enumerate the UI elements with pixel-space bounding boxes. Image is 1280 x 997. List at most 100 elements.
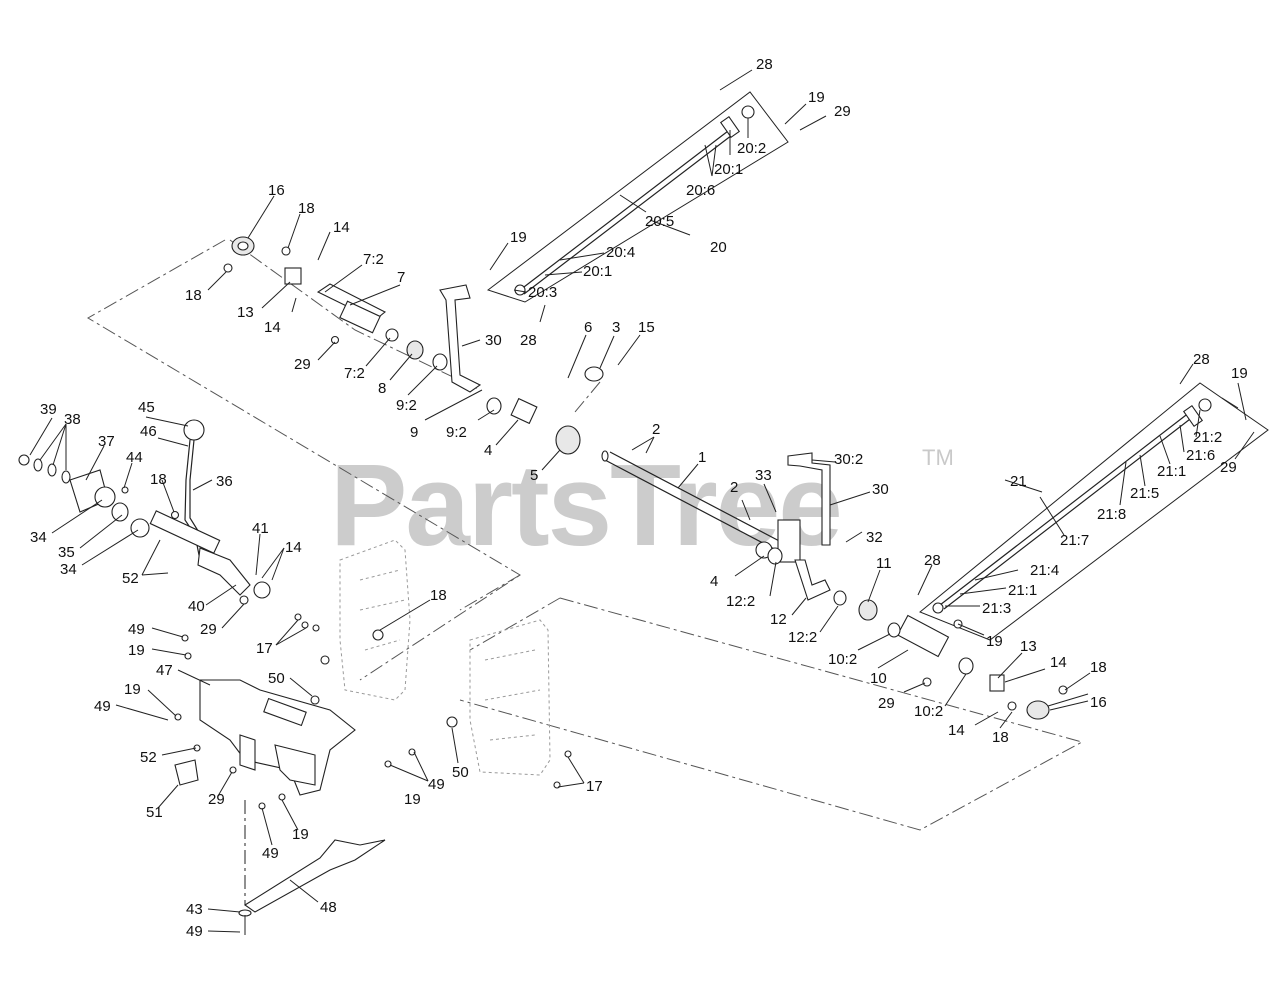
label-13: 13 [1020, 638, 1037, 655]
label-8: 8 [378, 380, 386, 397]
label-44: 44 [126, 449, 143, 466]
label-34: 34 [60, 561, 77, 578]
label-20-1: 20:1 [714, 161, 743, 178]
label-4: 4 [484, 442, 492, 459]
label-36: 36 [216, 473, 233, 490]
label-20-5: 20:5 [645, 213, 674, 230]
label-2: 2 [730, 479, 738, 496]
label-21-1: 21:1 [1008, 582, 1037, 599]
linkage-20-frame [486, 91, 789, 303]
label-10-2: 10:2 [914, 703, 943, 720]
label-49: 49 [262, 845, 279, 862]
label-7-2: 7:2 [363, 251, 384, 268]
label-21-3: 21:3 [982, 600, 1011, 617]
label-20-2: 20:2 [737, 140, 766, 157]
label-50: 50 [452, 764, 469, 781]
assembly-outlines [87, 239, 1084, 831]
label-20-6: 20:6 [686, 182, 715, 199]
right-middle-parts [755, 452, 1068, 720]
callout-labels: 28 19 29 20:2 20:1 20:6 20:5 20:4 20:1 2… [30, 56, 1248, 940]
label-18: 18 [992, 729, 1009, 746]
label-29: 29 [200, 621, 217, 638]
label-19: 19 [986, 633, 1003, 650]
label-49: 49 [186, 923, 203, 940]
label-21-8: 21:8 [1097, 506, 1126, 523]
frame-plates [339, 539, 551, 776]
label-21-1: 21:1 [1157, 463, 1186, 480]
label-2: 2 [652, 421, 660, 438]
label-16: 16 [1090, 694, 1107, 711]
label-10-2: 10:2 [828, 651, 857, 668]
label-5: 5 [530, 467, 538, 484]
label-14: 14 [285, 539, 302, 556]
label-20-1: 20:1 [583, 263, 612, 280]
label-18: 18 [298, 200, 315, 217]
label-28: 28 [924, 552, 941, 569]
label-16: 16 [268, 182, 285, 199]
label-21: 21 [1010, 473, 1027, 490]
label-3: 3 [612, 319, 620, 336]
label-14: 14 [948, 722, 965, 739]
label-30: 30 [872, 481, 889, 498]
label-19: 19 [128, 642, 145, 659]
label-14: 14 [264, 319, 281, 336]
label-21-2: 21:2 [1193, 429, 1222, 446]
label-21-4: 21:4 [1030, 562, 1059, 579]
left-lever-assembly [18, 419, 271, 605]
linkage-rods [514, 105, 1212, 614]
label-34: 34 [30, 529, 47, 546]
label-7-2: 7:2 [344, 365, 365, 382]
label-20: 20 [710, 239, 727, 256]
label-35: 35 [58, 544, 75, 561]
label-19: 19 [124, 681, 141, 698]
label-38: 38 [64, 411, 81, 428]
label-11: 11 [876, 555, 892, 572]
label-17: 17 [586, 778, 603, 795]
watermark-trademark: TM [922, 445, 954, 470]
label-20-3: 20:3 [528, 284, 557, 301]
label-20-4: 20:4 [606, 244, 635, 261]
label-33: 33 [755, 467, 772, 484]
leader-lines [29, 69, 1255, 933]
label-19: 19 [404, 791, 421, 808]
label-1: 1 [698, 449, 706, 466]
label-29: 29 [1220, 459, 1237, 476]
label-49: 49 [94, 698, 111, 715]
label-12: 12 [770, 611, 787, 628]
label-40: 40 [188, 598, 205, 615]
label-17: 17 [256, 640, 273, 657]
label-29: 29 [208, 791, 225, 808]
label-49: 49 [428, 776, 445, 793]
label-32: 32 [866, 529, 883, 546]
label-28: 28 [756, 56, 773, 73]
label-19: 19 [1231, 365, 1248, 382]
label-29: 29 [878, 695, 895, 712]
label-29: 29 [834, 103, 851, 120]
label-19: 19 [292, 826, 309, 843]
label-21-5: 21:5 [1130, 485, 1159, 502]
label-18: 18 [1090, 659, 1107, 676]
label-45: 45 [138, 399, 155, 416]
label-46: 46 [140, 423, 157, 440]
label-15: 15 [638, 319, 655, 336]
label-6: 6 [584, 319, 592, 336]
label-28: 28 [520, 332, 537, 349]
label-37: 37 [98, 433, 115, 450]
label-52: 52 [122, 570, 139, 587]
label-49: 49 [128, 621, 145, 638]
label-14: 14 [1050, 654, 1067, 671]
linkage-21-frame [919, 382, 1269, 641]
label-28: 28 [1193, 351, 1210, 368]
label-18: 18 [185, 287, 202, 304]
label-21-6: 21:6 [1186, 447, 1215, 464]
label-48: 48 [320, 899, 337, 916]
label-21-7: 21:7 [1060, 532, 1089, 549]
label-10: 10 [870, 670, 887, 687]
bracket-48 [238, 800, 386, 935]
label-4: 4 [710, 573, 718, 590]
main-shaft [601, 450, 786, 553]
label-41: 41 [252, 520, 269, 537]
label-13: 13 [237, 304, 254, 321]
label-19: 19 [510, 229, 527, 246]
